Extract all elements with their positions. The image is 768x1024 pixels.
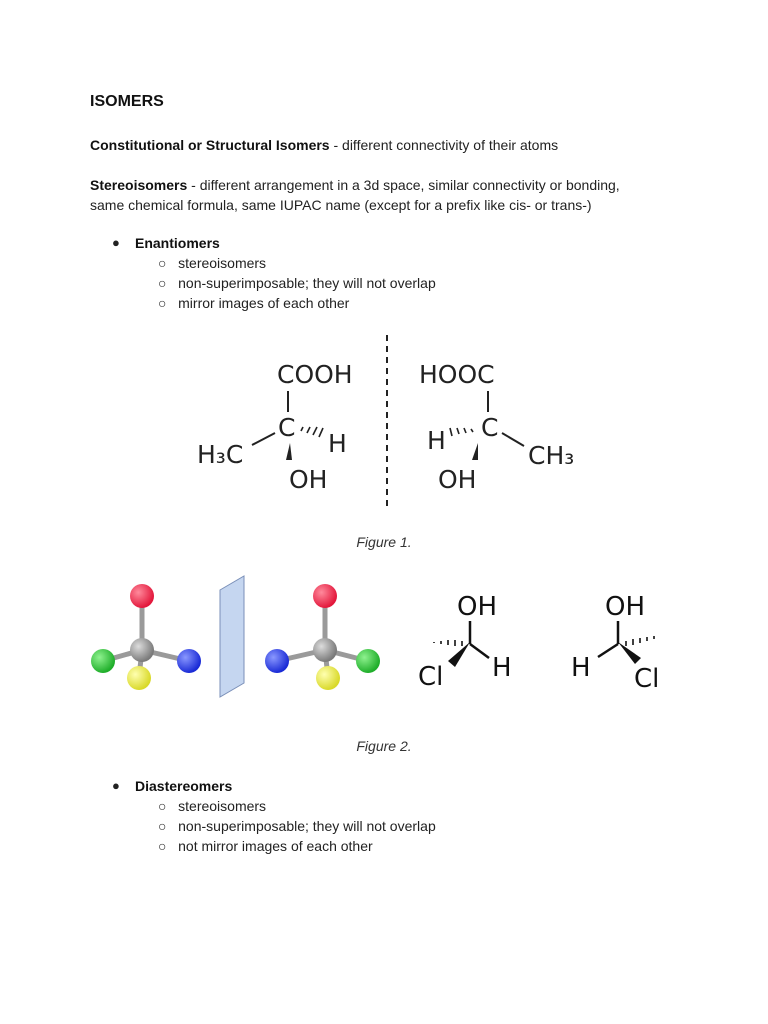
blue-atom-icon bbox=[265, 649, 289, 673]
circle-bullet-icon: ○ bbox=[158, 255, 167, 271]
right-hashed-bond bbox=[449, 427, 474, 437]
enantiomers-item-1: ○ stereoisomers bbox=[158, 253, 266, 273]
struct-right-right-label: Cl bbox=[634, 664, 659, 694]
carbon-atom-icon bbox=[130, 638, 154, 662]
blue-atom-icon bbox=[177, 649, 201, 673]
right-top-group: HOOC bbox=[419, 360, 495, 389]
diastereomers-item-1: ○ stereoisomers bbox=[158, 796, 266, 816]
enantiomers-label: Enantiomers bbox=[135, 235, 220, 251]
circle-bullet-icon: ○ bbox=[158, 295, 167, 311]
right-ball-stick-molecule bbox=[265, 584, 380, 690]
enantiomers-item-3: ○ mirror images of each other bbox=[158, 293, 349, 313]
list-item-text: stereoisomers bbox=[178, 255, 267, 271]
constitutional-paragraph: Constitutional or Structural Isomers - d… bbox=[90, 135, 690, 155]
right-left-group: H bbox=[427, 426, 446, 455]
constitutional-term: Constitutional or Structural Isomers bbox=[90, 137, 330, 153]
red-atom-icon bbox=[313, 584, 337, 608]
page-title: ISOMERS bbox=[90, 93, 164, 110]
list-item-text: stereoisomers bbox=[178, 798, 267, 814]
carbon-atom-icon bbox=[313, 638, 337, 662]
figure2-chirality-drawing: OH Cl H OH H Cl bbox=[91, 575, 659, 698]
green-atom-icon bbox=[356, 649, 380, 673]
figure1-enantiomer-drawing: COOH C H₃C H OH HOOC C H CH₃ OH bbox=[197, 335, 574, 508]
diastereomers-item-2: ○ non-superimposable; they will not over… bbox=[158, 816, 436, 836]
skeletal-structure-right: OH H Cl bbox=[571, 592, 659, 694]
struct-left-right-label: H bbox=[492, 653, 512, 683]
struct-right-top-label: OH bbox=[605, 592, 645, 622]
circle-bullet-icon: ○ bbox=[158, 838, 167, 854]
struct-right-left-label: H bbox=[571, 653, 591, 683]
bullet-dot-icon: ● bbox=[112, 235, 120, 250]
right-right-group: CH₃ bbox=[528, 441, 574, 470]
left-top-group: COOH bbox=[277, 360, 353, 389]
yellow-atom-icon bbox=[316, 666, 340, 690]
stereo-desc-1: - different arrangement in a 3d space, s… bbox=[187, 177, 620, 193]
green-atom-icon bbox=[91, 649, 115, 673]
struct-left-left-label: Cl bbox=[418, 662, 443, 692]
stereo-term: Stereoisomers bbox=[90, 177, 188, 193]
struct-left-top-label: OH bbox=[457, 592, 497, 622]
stereo-desc-2: same chemical formula, same IUPAC name (… bbox=[90, 197, 592, 213]
diastereomers-label: Diastereomers bbox=[135, 778, 233, 794]
left-right-group: H bbox=[328, 429, 347, 458]
circle-bullet-icon: ○ bbox=[158, 798, 167, 814]
left-ball-stick-molecule bbox=[91, 584, 201, 690]
right-wedge-bond bbox=[472, 443, 478, 460]
mirror-plane-icon bbox=[219, 575, 245, 698]
red-atom-icon bbox=[130, 584, 154, 608]
skeletal-structure-left: OH Cl H bbox=[418, 592, 512, 692]
left-left-group: H₃C bbox=[197, 440, 243, 469]
list-item-text: mirror images of each other bbox=[178, 295, 350, 311]
yellow-atom-icon bbox=[127, 666, 151, 690]
circle-bullet-icon: ○ bbox=[158, 275, 167, 291]
left-wedge-bond bbox=[286, 443, 292, 460]
list-item-text: non-superimposable; they will not overla… bbox=[178, 275, 436, 291]
stereo-paragraph: Stereoisomers - different arrangement in… bbox=[90, 175, 690, 215]
right-center-atom: C bbox=[481, 413, 498, 442]
right-bottom-group: OH bbox=[438, 465, 476, 494]
bullet-dot-icon: ● bbox=[112, 778, 120, 793]
left-bottom-group: OH bbox=[289, 465, 327, 494]
diastereomers-item-3: ○ not mirror images of each other bbox=[158, 836, 373, 856]
circle-bullet-icon: ○ bbox=[158, 818, 167, 834]
constitutional-desc: - different connectivity of their atoms bbox=[329, 137, 559, 153]
left-center-atom: C bbox=[278, 413, 295, 442]
left-hashed-bond bbox=[300, 426, 324, 438]
enantiomers-item-2: ○ non-superimposable; they will not over… bbox=[158, 273, 436, 293]
list-item-text: not mirror images of each other bbox=[178, 838, 373, 854]
figure2-caption: Figure 2. bbox=[356, 738, 412, 754]
list-item-text: non-superimposable; they will not overla… bbox=[178, 818, 436, 834]
figure1-caption: Figure 1. bbox=[356, 534, 412, 550]
